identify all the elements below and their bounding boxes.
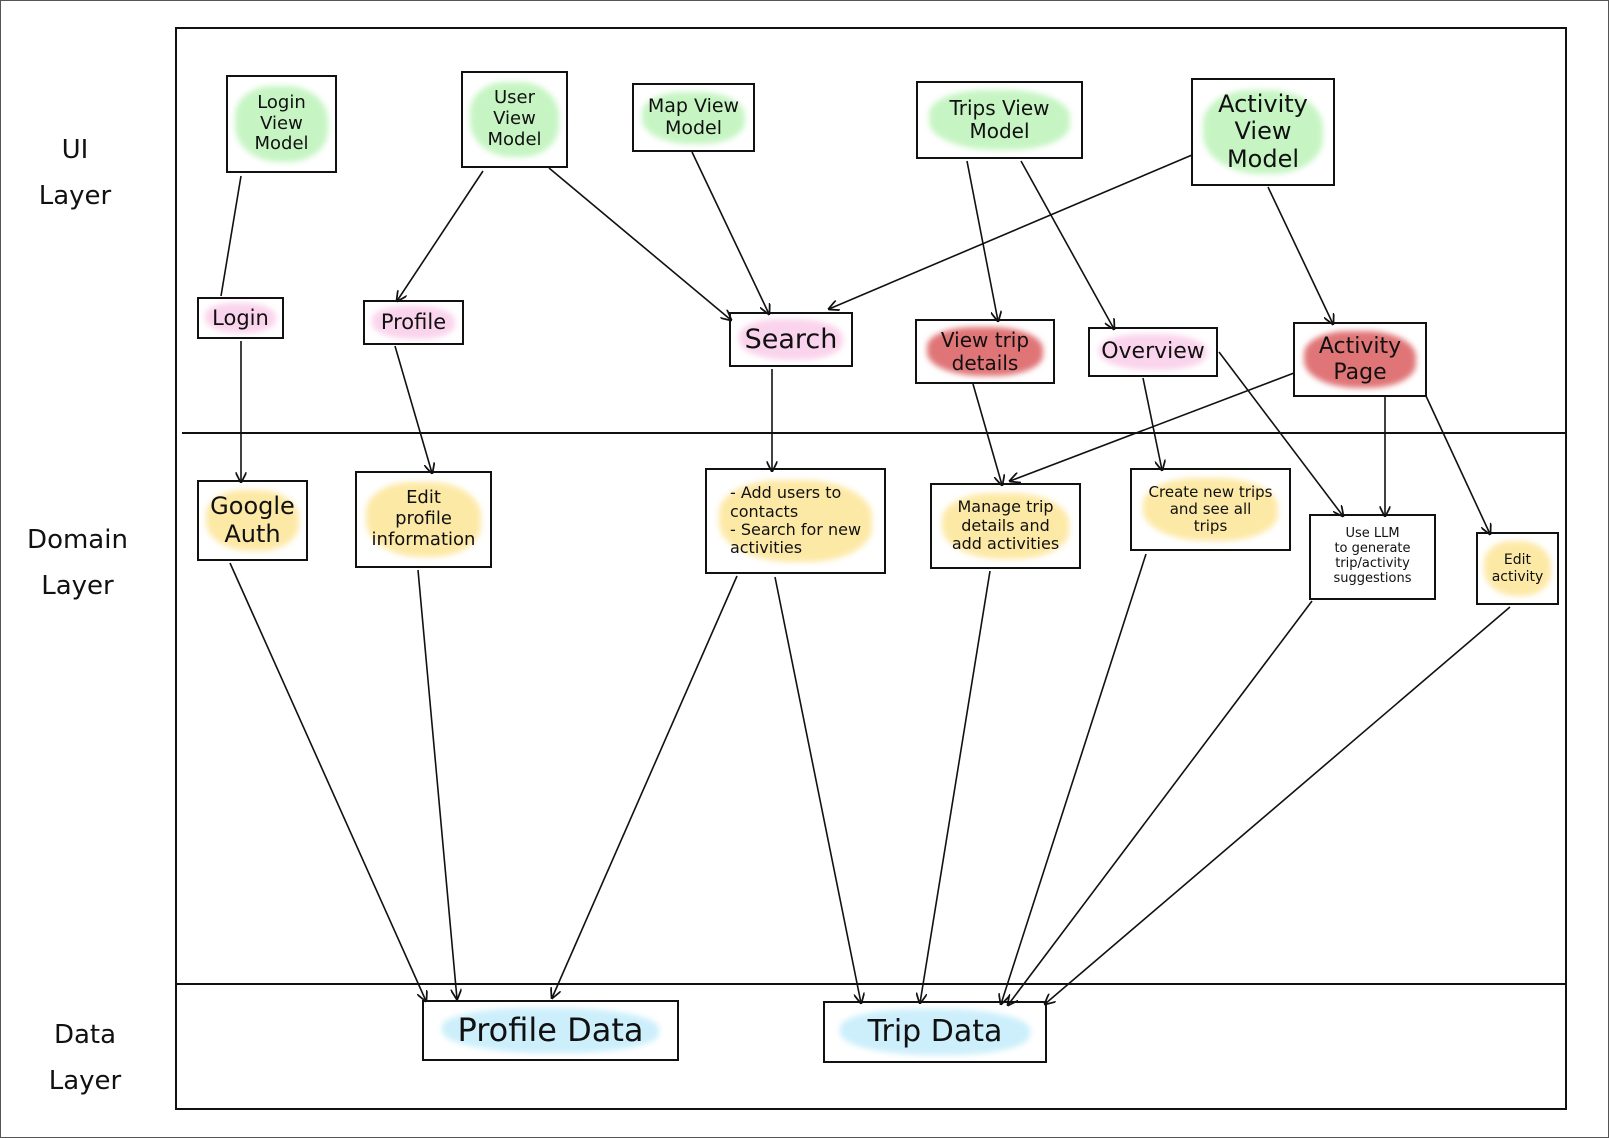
ui-domain-divider: [182, 432, 1566, 434]
user-view-model-label: User View Model: [487, 87, 542, 150]
llm-suggestions-label: Use LLM to generate trip/activity sugges…: [1333, 526, 1412, 586]
domain-highlight: [1483, 540, 1552, 597]
map-view-model-label: Map View Model: [647, 94, 740, 139]
screen-highlight: [926, 327, 1044, 376]
view-model-highlight: [1202, 90, 1324, 174]
screen-highlight: [371, 306, 456, 339]
google-auth-label: Google Auth: [210, 491, 295, 548]
ui-layer-label: UI Layer: [38, 135, 112, 211]
view-model-highlight: [235, 86, 328, 162]
screen-highlight: [739, 319, 843, 360]
view-trip-details-label: View trip details: [940, 327, 1030, 375]
domain-highlight: [206, 489, 299, 552]
edit-profile-box: Edit profile information: [355, 471, 492, 568]
trips-view-model-label: Trips View Model: [949, 96, 1050, 143]
view-model-highlight: [929, 90, 1070, 150]
activity-page-label: Activity Page: [1318, 334, 1402, 385]
manage-trip-label: Manage trip details and add activities: [951, 497, 1060, 554]
view-trip-details-screen-box: View trip details: [915, 319, 1055, 384]
view-model-highlight: [642, 91, 745, 144]
search-operations-label: - Add users to contacts - Search for new…: [729, 483, 862, 558]
domain-highlight: [719, 480, 872, 562]
manage-trip-box: Manage trip details and add activities: [930, 483, 1081, 569]
domain-highlight: [366, 482, 481, 557]
search-screen-box: Search: [729, 312, 853, 367]
activity-view-model-label: Activity View Model: [1218, 89, 1308, 173]
login-screen-box: Login: [197, 297, 284, 339]
diagram-frame: [175, 27, 1567, 1110]
login-screen-label: Login: [212, 305, 269, 330]
activity-page-screen-box: Activity Page: [1293, 322, 1427, 397]
login-view-model-box: Login View Model: [226, 75, 337, 173]
data-highlight: [441, 1007, 660, 1054]
activity-view-model-box: Activity View Model: [1191, 78, 1335, 186]
user-view-model-box: User View Model: [461, 71, 568, 168]
overview-screen-label: Overview: [1101, 339, 1205, 365]
domain-layer-label: Domain Layer: [27, 525, 128, 601]
map-view-model-box: Map View Model: [632, 83, 755, 152]
edit-profile-label: Edit profile information: [371, 487, 476, 550]
profile-data-label: Profile Data: [457, 1011, 644, 1050]
edit-activity-label: Edit activity: [1491, 552, 1544, 585]
search-screen-label: Search: [744, 323, 838, 355]
domain-data-divider: [177, 983, 1567, 985]
search-operations-box: - Add users to contacts - Search for new…: [705, 468, 886, 574]
profile-data-box: Profile Data: [422, 1000, 679, 1061]
llm-suggestions-box: Use LLM to generate trip/activity sugges…: [1309, 514, 1436, 600]
trip-data-label: Trip Data: [867, 1013, 1003, 1049]
create-trips-box: Create new trips and see all trips: [1130, 468, 1291, 551]
domain-highlight: [942, 493, 1069, 559]
profile-screen-box: Profile: [363, 300, 464, 345]
data-layer-label: Data Layer: [48, 1020, 122, 1096]
login-view-model-label: Login View Model: [254, 91, 309, 155]
screen-highlight: [1098, 333, 1208, 371]
trip-data-box: Trip Data: [823, 1001, 1047, 1063]
data-highlight: [840, 1008, 1030, 1056]
view-model-highlight: [470, 82, 559, 157]
trips-view-model-box: Trips View Model: [916, 81, 1083, 159]
create-trips-label: Create new trips and see all trips: [1148, 482, 1273, 536]
screen-highlight: [204, 302, 277, 334]
google-auth-box: Google Auth: [197, 480, 308, 561]
profile-screen-label: Profile: [380, 310, 447, 335]
overview-screen-box: Overview: [1088, 327, 1218, 377]
edit-activity-box: Edit activity: [1476, 532, 1559, 605]
